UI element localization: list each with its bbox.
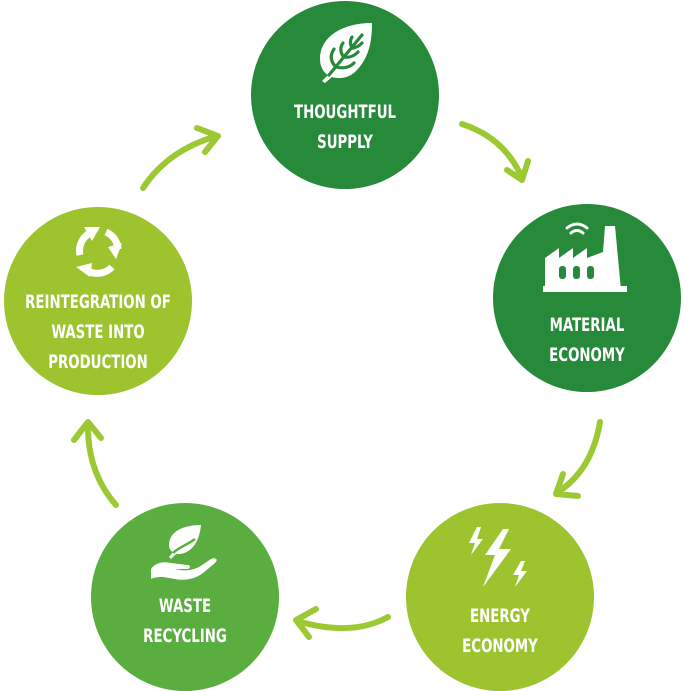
node-energy-economy: ENERGY ECONOMY bbox=[406, 503, 594, 691]
hand-leaf-icon bbox=[151, 525, 217, 580]
node-reintegration: REINTEGRATION OF WASTE INTO PRODUCTION bbox=[4, 207, 192, 395]
label-line: PRODUCTION bbox=[48, 351, 148, 373]
node-label: REINTEGRATION OF WASTE INTO PRODUCTION bbox=[25, 287, 172, 377]
label-line: THOUGHTFUL bbox=[293, 101, 397, 123]
node-label: THOUGHTFUL SUPPLY bbox=[272, 97, 419, 157]
node-label: ENERGY ECONOMY bbox=[427, 601, 574, 661]
label-line: MATERIAL bbox=[549, 314, 625, 336]
label-line: REINTEGRATION OF bbox=[25, 291, 171, 313]
leaf-icon bbox=[320, 23, 372, 83]
arrow-supply-to-material bbox=[459, 121, 531, 183]
lightning-icon bbox=[469, 527, 527, 587]
label-line: ECONOMY bbox=[462, 635, 538, 657]
node-label: MATERIAL ECONOMY bbox=[514, 310, 661, 370]
node-waste-recycling: WASTE RECYCLING bbox=[91, 503, 279, 691]
factory-icon bbox=[543, 222, 627, 292]
arrow-waste-to-reintegration bbox=[71, 419, 119, 508]
label-line: SUPPLY bbox=[317, 131, 373, 153]
arrow-energy-to-waste bbox=[293, 606, 391, 640]
label-line: RECYCLING bbox=[143, 625, 227, 647]
label-line: ENERGY bbox=[470, 605, 530, 627]
label-line: WASTE INTO bbox=[51, 321, 145, 343]
node-thoughtful-supply: THOUGHTFUL SUPPLY bbox=[251, 1, 439, 189]
label-line: ECONOMY bbox=[549, 344, 625, 366]
node-material-economy: MATERIAL ECONOMY bbox=[493, 204, 681, 392]
arrow-material-to-energy bbox=[553, 419, 603, 499]
recycle-arrows-icon bbox=[76, 227, 122, 277]
arrow-reintegration-to-supply bbox=[140, 125, 221, 191]
node-label: WASTE RECYCLING bbox=[112, 591, 259, 651]
label-line: WASTE bbox=[158, 595, 212, 617]
